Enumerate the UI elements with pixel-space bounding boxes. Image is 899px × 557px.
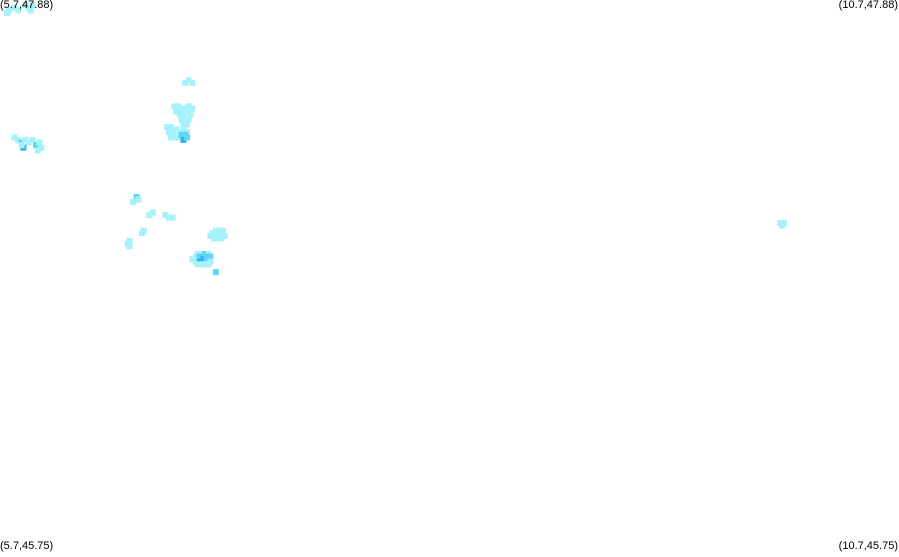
precip-cell-light [220, 227, 226, 234]
precip-cell-light [180, 111, 187, 117]
precip-cell-light [194, 261, 201, 268]
precip-cell-light [178, 116, 185, 123]
precip-cell-light [22, 136, 29, 143]
precip-cell-light [36, 139, 43, 146]
precip-cell-light [175, 134, 181, 141]
precip-cell-light [18, 142, 25, 149]
precip-cell-light [207, 232, 214, 239]
precip-cell-light [139, 230, 145, 237]
precip-cell-light [205, 261, 212, 268]
precip-cell-medium [212, 269, 219, 276]
corner-label-top-right: (10.7,47.88) [838, 0, 898, 11]
precip-cell-light [167, 134, 174, 141]
precip-cell-light [182, 116, 189, 123]
precip-cell-light [166, 214, 172, 221]
precip-cell-light [29, 136, 36, 143]
precip-cell-medium [196, 253, 203, 260]
precip-cell-light [216, 227, 223, 234]
precip-cell-light [187, 111, 194, 117]
precip-cell-light [779, 222, 786, 229]
precip-cell-light [182, 79, 189, 86]
precip-cell-light [162, 212, 169, 219]
precip-cell-light [176, 111, 183, 117]
precip-cell-light [184, 121, 190, 128]
precip-cell-light [185, 116, 192, 123]
precip-cell-light [189, 105, 196, 112]
precip-cell-light [173, 126, 180, 133]
precip-cell-light [167, 124, 174, 130]
precip-cell-light [6, 7, 12, 14]
precip-cell-light [11, 134, 18, 141]
corner-label-bottom-right: (10.7,45.75) [838, 540, 898, 552]
precip-cell-light [212, 227, 219, 234]
precip-cell-light [185, 103, 192, 110]
precip-cell-dark [200, 256, 207, 263]
precip-cell-light [15, 7, 21, 14]
precip-cell-medium [184, 134, 190, 141]
corner-label-bottom-left: (5.7,45.75) [0, 540, 54, 552]
precip-cell-light [146, 212, 153, 219]
precip-cell-light [15, 136, 21, 143]
precip-cell-light [180, 126, 187, 133]
precip-cell-light [175, 103, 181, 110]
precip-cell-light [29, 2, 36, 9]
precip-cell-light [126, 243, 133, 250]
precip-cell-light [184, 108, 190, 115]
precip-cell-light [164, 124, 171, 130]
precip-cell-light [193, 253, 199, 260]
precip-cell-light [135, 196, 142, 203]
precip-cell-light [200, 261, 207, 268]
precip-cell-medium [203, 253, 210, 260]
precip-cell-light [189, 79, 196, 86]
precip-cell-light [130, 199, 137, 206]
precip-cell-light [22, 2, 29, 9]
precip-cell-light [211, 235, 217, 242]
precip-cell-light [171, 103, 178, 110]
precip-cell-light [218, 235, 225, 242]
corner-label-top-left: (5.7,47.88) [0, 0, 54, 11]
precip-cell-light [38, 144, 45, 151]
precip-cell-light [214, 235, 221, 242]
precip-cell-light [189, 256, 196, 263]
precip-cell-light [169, 129, 176, 136]
precip-cell-light [173, 108, 180, 115]
precip-cell-light [178, 105, 185, 112]
precip-cell-light [166, 129, 172, 136]
precip-cell-light [221, 232, 228, 239]
precip-cell-medium [33, 142, 39, 149]
precip-cell-light [11, 4, 18, 11]
precip-cell-light [171, 134, 178, 141]
precip-cell-light [34, 147, 41, 154]
precip-cell-light [169, 214, 176, 221]
precip-cell-light [180, 121, 187, 128]
precip-cell-dark [180, 136, 187, 143]
precip-cell-light [185, 77, 192, 84]
precip-cell-medium [178, 131, 185, 138]
precip-cell-medium [207, 253, 214, 260]
precip-cell-light [149, 209, 156, 216]
precip-cell-light [25, 139, 32, 146]
precip-cell-light [27, 7, 34, 14]
